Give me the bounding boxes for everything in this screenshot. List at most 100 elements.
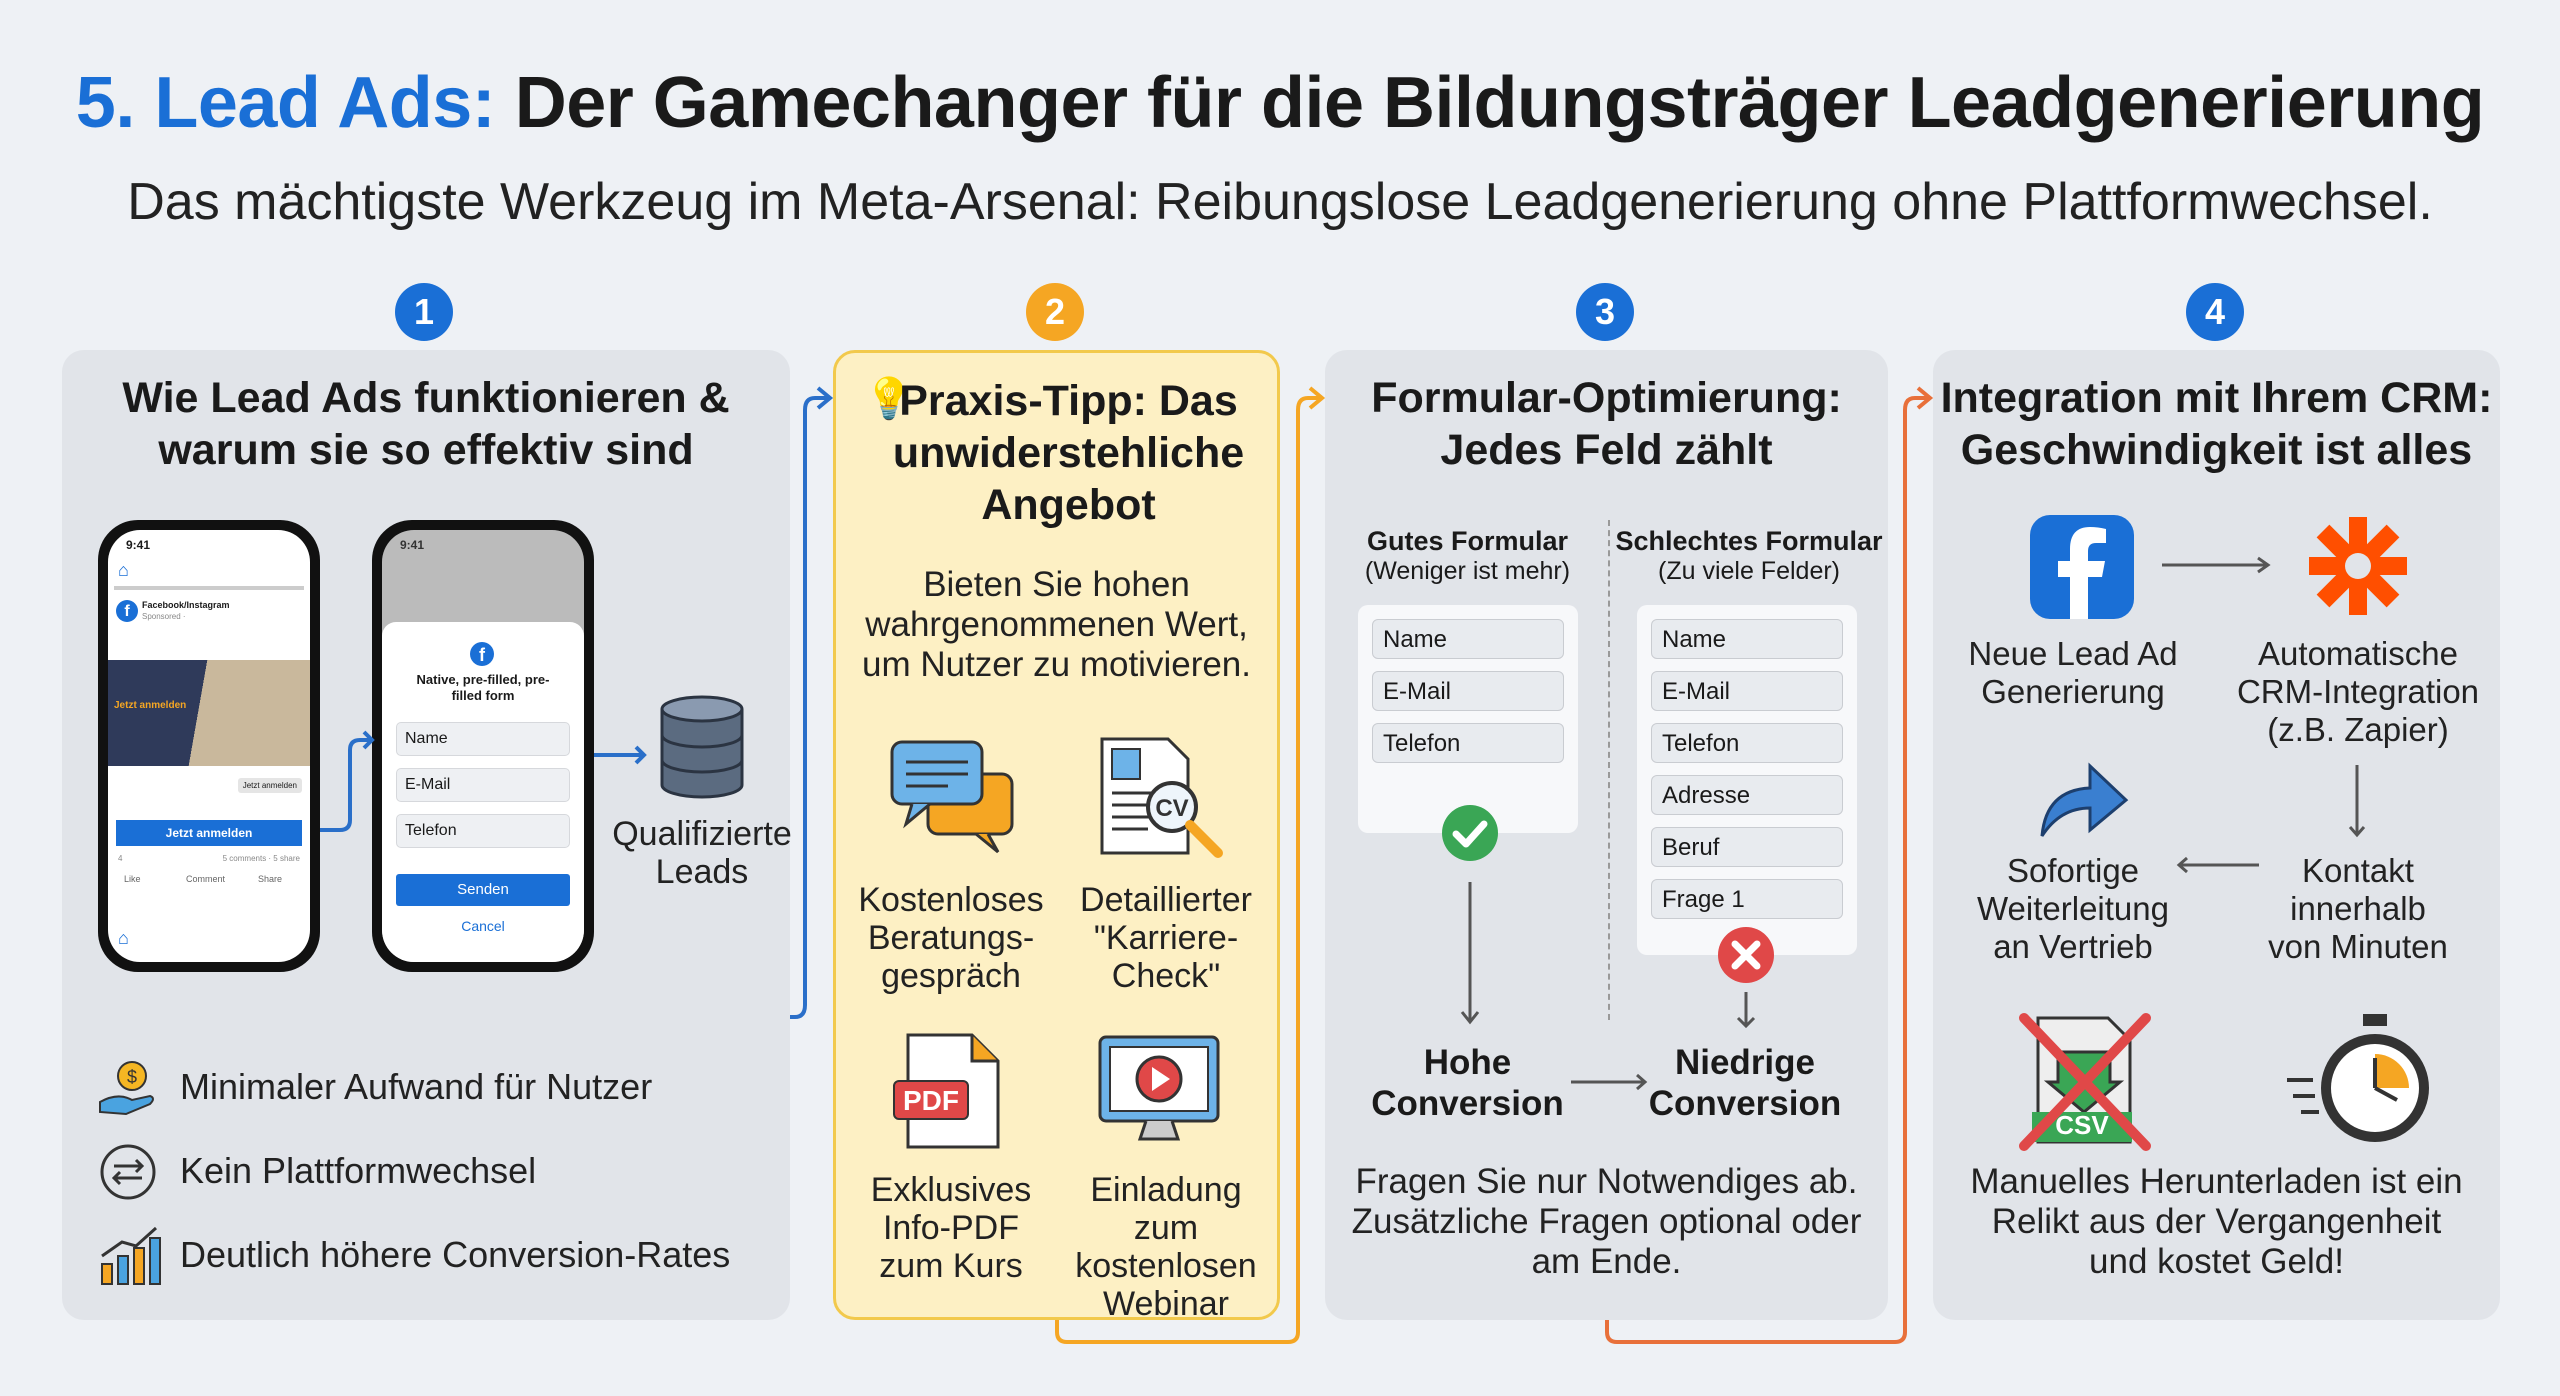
step-badge-1: 1 (395, 283, 453, 341)
form-field-email[interactable]: E-Mail (396, 768, 570, 802)
label-line: Automatische (2258, 635, 2458, 672)
heading-line: unwiderstehliche (892, 429, 1245, 477)
step-badge-2: 2 (1026, 283, 1084, 341)
lead-form-sheet: f Native, pre-filled, pre-filled form Na… (382, 622, 584, 962)
cancel-button[interactable]: Cancel (461, 918, 505, 934)
label-line: Weiterleitung (1977, 890, 2169, 927)
csv-file-crossed-icon (2019, 1013, 2151, 1151)
form-field: Adresse (1651, 775, 1843, 815)
panel-crm-integration: Integration mit Ihrem CRM:Geschwindigkei… (1933, 350, 2500, 1320)
x-circle-icon (1718, 927, 1774, 983)
form-field: Telefon (1372, 723, 1564, 763)
pdf-label: PDF (903, 1085, 959, 1116)
jetzt-anmelden-button[interactable]: Jetzt anmelden (116, 820, 302, 846)
form-field: E-Mail (1372, 671, 1564, 711)
arrow-right-icon (594, 745, 647, 765)
page-title: 5. Lead Ads: Der Gamechanger für die Bil… (0, 62, 2560, 144)
label-line: Kontakt (2302, 852, 2414, 889)
label-line: (z.B. Zapier) (2267, 711, 2449, 748)
svg-text:CV: CV (1155, 795, 1188, 822)
stopwatch-icon (2287, 1014, 2429, 1142)
phone-time: 9:41 (400, 538, 425, 552)
facebook-logo-icon: f (116, 600, 138, 622)
form-field-phone[interactable]: Telefon (396, 814, 570, 848)
arrow-down-icon (2348, 765, 2366, 838)
like-button[interactable]: Like (124, 874, 141, 884)
connector-3-4 (1605, 396, 1928, 1344)
label-line: von Minuten (2268, 928, 2448, 965)
arrow-right-icon (2162, 556, 2271, 574)
label-line: Conversion (1371, 1084, 1564, 1123)
facebook-logo-icon (2030, 515, 2134, 619)
arrow-head-icon (1916, 386, 1934, 410)
bad-form-title: Schlechtes Formular (1615, 526, 1883, 556)
label-line: Sofortige (2006, 852, 2140, 889)
heading-line: Jedes Feld zählt (1440, 426, 1773, 474)
panel-form-optimization: Formular-Optimierung:Jedes Feld zählt Gu… (1325, 350, 1888, 1320)
ad-image: Jetzt anmelden (108, 660, 310, 766)
bullet-text: Kein Plattformwechsel (180, 1150, 537, 1191)
comment-button[interactable]: Comment (186, 874, 226, 884)
heading-line: Angebot (981, 481, 1156, 529)
label-line: innerhalb (2290, 890, 2426, 927)
arrow-left-icon (2176, 856, 2259, 874)
title-accent: 5. Lead Ads: (75, 63, 496, 143)
ad-image-title: Jetzt anmelden (114, 700, 187, 711)
lightbulb-icon: 💡 (864, 377, 914, 421)
bad-form-card: Name E-Mail Telefon Adresse Beruf Frage … (1637, 605, 1857, 955)
post-page-name: Facebook/Instagram (142, 600, 230, 610)
arrow-right-icon (1571, 1073, 1648, 1091)
label-line: Hohe (1423, 1043, 1512, 1082)
senden-button[interactable]: Senden (396, 874, 570, 906)
good-form-title: Gutes Formular (1366, 526, 1569, 556)
form-field: Telefon (1651, 723, 1843, 763)
growth-chart-icon (98, 1226, 162, 1286)
divider (1608, 520, 1610, 1020)
home-icon: ⌂ (118, 560, 129, 580)
check-circle-icon (1442, 805, 1498, 861)
arrow-down-icon (1460, 882, 1480, 1025)
post-stats: 5 comments · 5 share (222, 854, 300, 863)
body-line: wahrgenommenen Wert, (865, 605, 1248, 644)
label-line: Neue Lead Ad (1968, 635, 2178, 672)
share-button[interactable]: Share (258, 874, 283, 884)
csv-label: CSV (2055, 1110, 2109, 1140)
form-field: Name (1651, 619, 1843, 659)
footer-line: am Ende. (1531, 1242, 1682, 1281)
bullet-text: Deutlich höhere Conversion-Rates (180, 1234, 731, 1275)
footer-line: Fragen Sie nur Notwendiges ab. (1355, 1162, 1858, 1201)
svg-text:$: $ (127, 1067, 137, 1087)
reaction-count: 4 (118, 854, 123, 863)
form-title: Native, pre-filled, pre-filled form (416, 672, 550, 703)
phone-mockup-form: 9:41 f Native, pre-filled, pre-filled fo… (372, 520, 594, 972)
bad-form-subtitle: (Zu viele Felder) (1658, 557, 1840, 585)
label-line: Exklusives (870, 1171, 1032, 1209)
ad-cta-small[interactable]: Jetzt anmelden (237, 778, 302, 793)
chat-bubbles-icon (890, 740, 1014, 854)
step-badge-3: 3 (1576, 283, 1634, 341)
form-field-name[interactable]: Name (396, 722, 570, 756)
offer-label: Detaillierter"Karriere-Check" (1056, 881, 1276, 995)
label-line: zum Kurs (879, 1247, 1023, 1285)
form-field: E-Mail (1651, 671, 1843, 711)
label-line: an Vertrieb (1993, 928, 2153, 965)
phone-time: 9:41 (126, 538, 151, 552)
panel-heading: Integration mit Ihrem CRM:Geschwindigkei… (1933, 372, 2500, 476)
database-icon (660, 695, 744, 799)
label-line: Generierung (1981, 673, 2165, 710)
hand-coin-icon: $ (98, 1058, 158, 1118)
label-line: Einladung zum (1090, 1171, 1242, 1247)
footer-line: Relikt aus der Vergangenheit (1991, 1202, 2442, 1241)
step-badge-4: 4 (2186, 283, 2244, 341)
label-line: CRM-Integration (2236, 673, 2480, 710)
pdf-file-icon (893, 1033, 1000, 1149)
